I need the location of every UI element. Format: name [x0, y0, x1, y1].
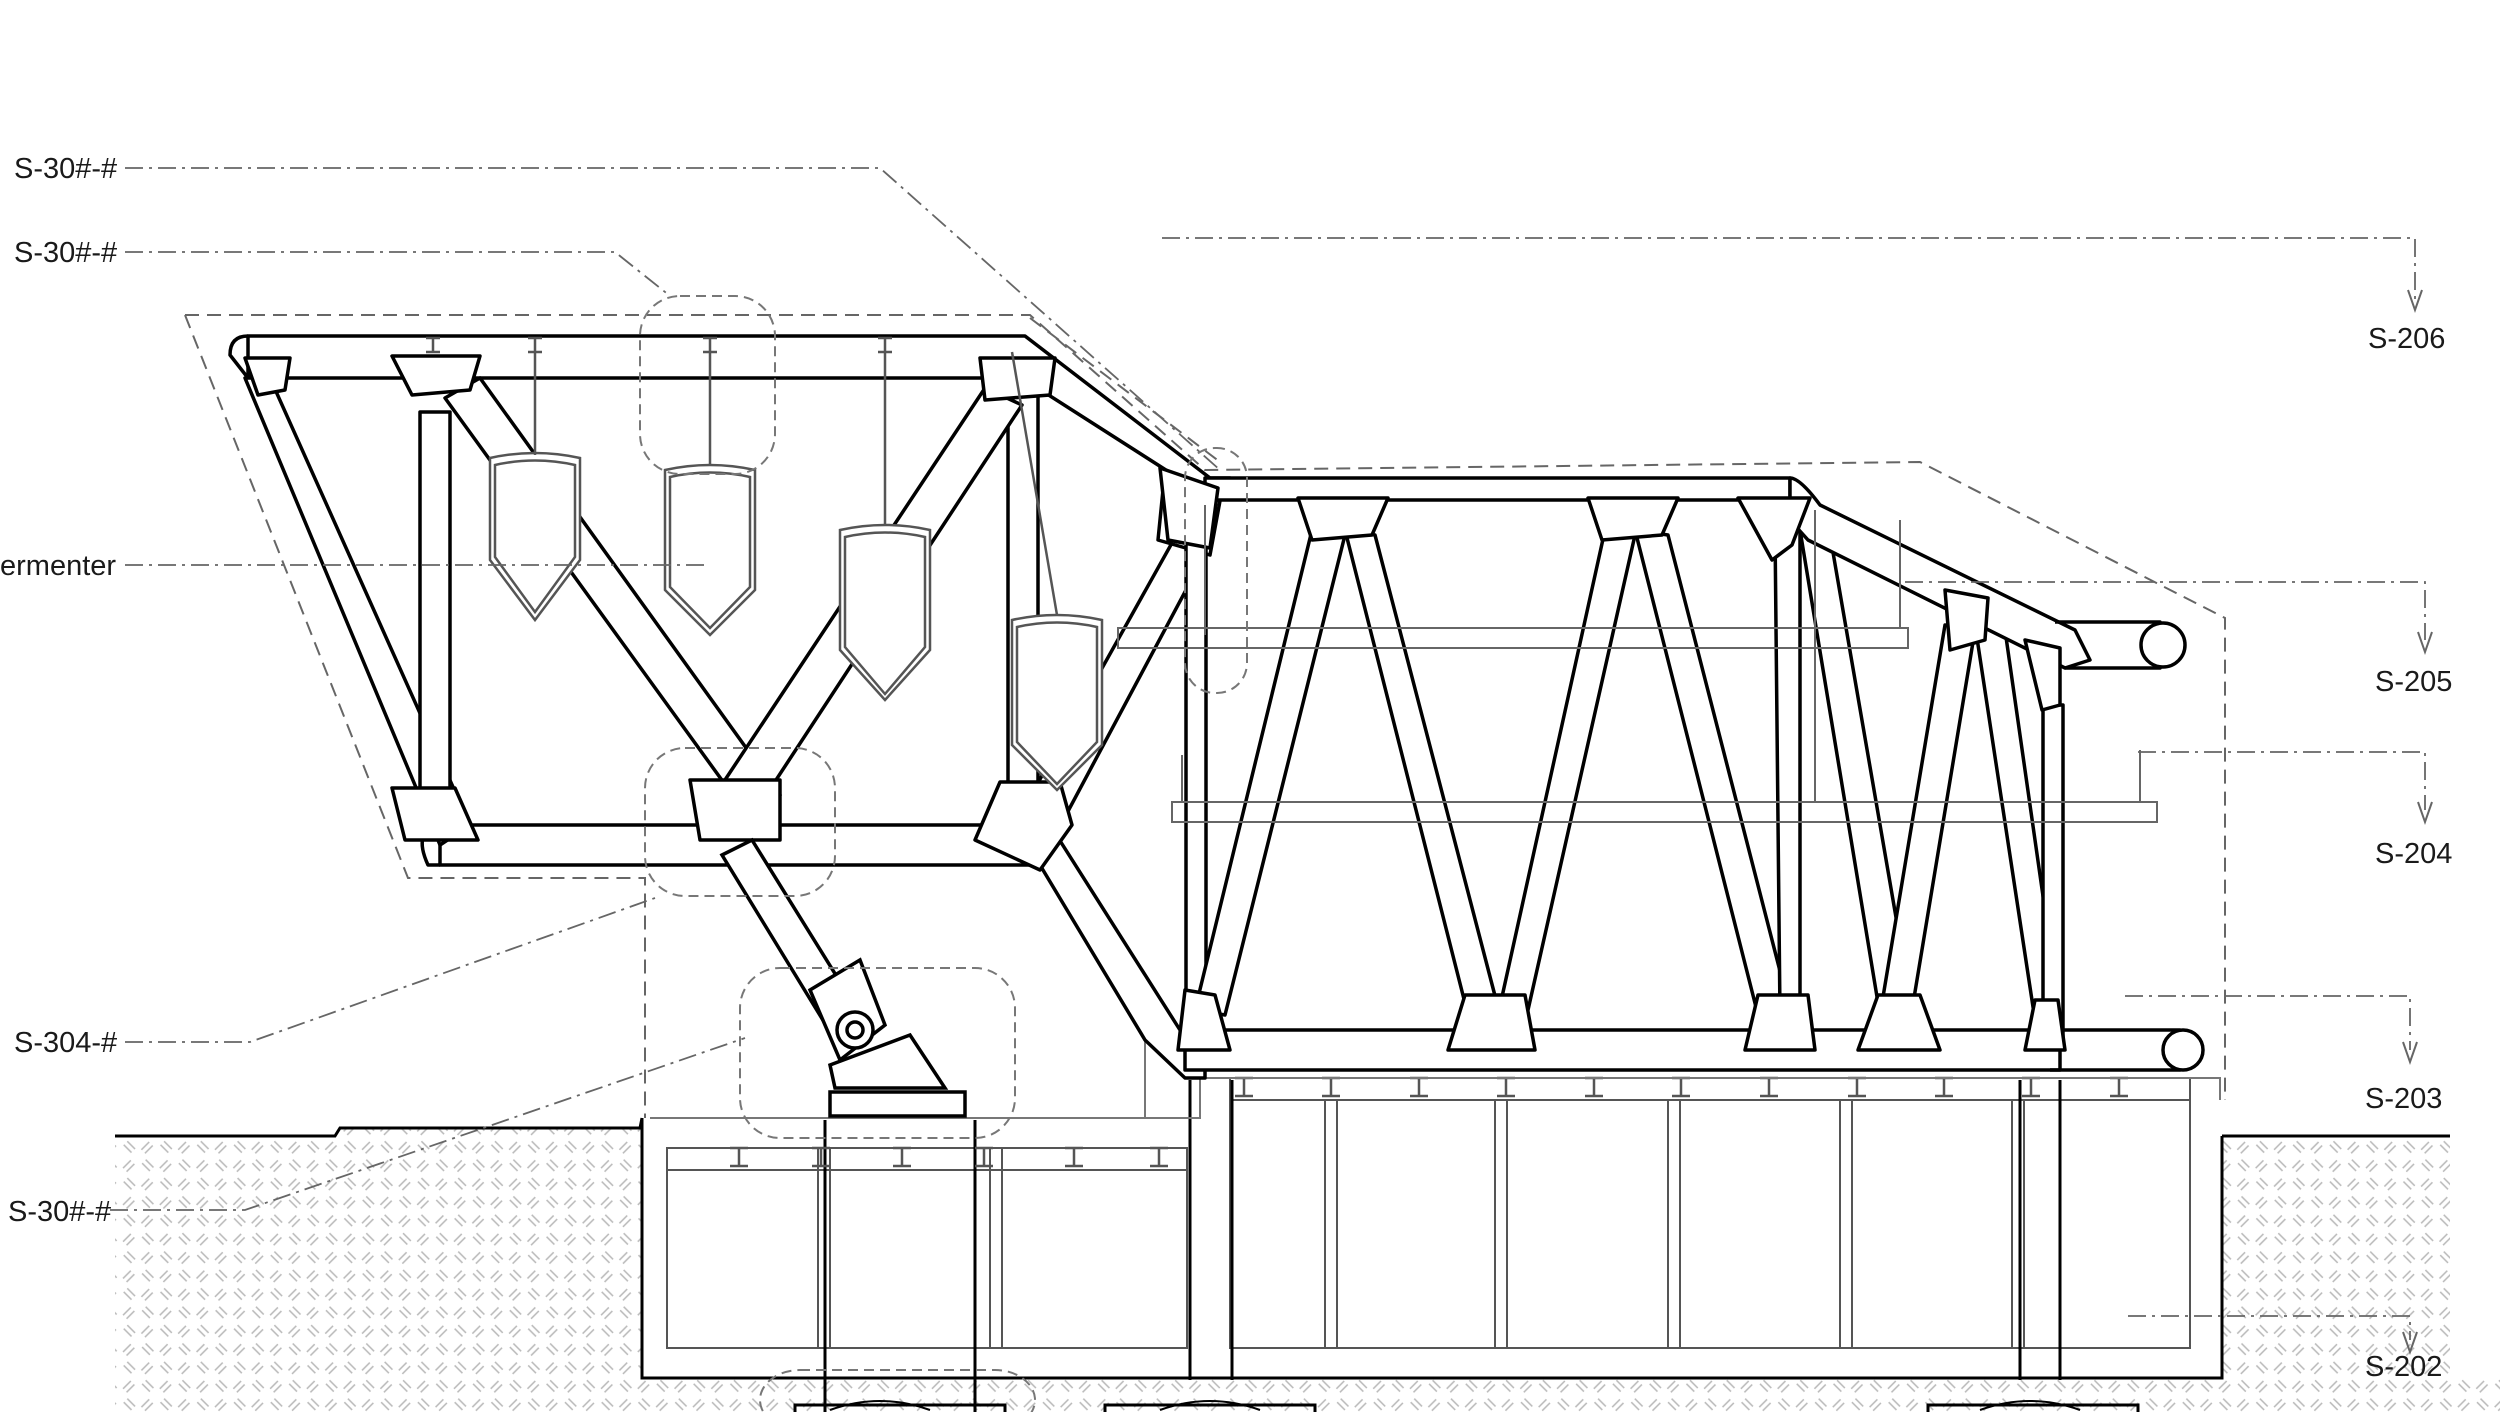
detail-callouts	[639, 295, 1248, 1412]
ground-right	[2222, 1134, 2450, 1412]
right-truss	[1158, 466, 2205, 1072]
label-right-3: S-204	[2375, 838, 2453, 870]
label-left-4: S-30#-#	[8, 1196, 112, 1228]
label-fermenter: ermenter	[0, 550, 117, 582]
basement-pit	[640, 1077, 2224, 1380]
envelope-dashed	[184, 314, 2226, 1118]
fermenter-tanks	[426, 336, 1104, 792]
support-column	[719, 837, 967, 1118]
leader-arrows	[2402, 289, 2433, 1356]
label-right-2: S-205	[2375, 666, 2453, 698]
label-left-1: S-30#-#	[14, 153, 118, 185]
label-right-4: S-203	[2365, 1083, 2443, 1115]
catwalk-platforms	[1117, 505, 2158, 823]
structural-piers	[793, 1080, 2140, 1412]
label-left-2: S-30#-#	[14, 237, 118, 269]
label-left-3: S-304-#	[14, 1027, 118, 1059]
basement-columns	[817, 1100, 2025, 1348]
label-right-1: S-206	[2368, 323, 2446, 355]
leader-lines	[110, 167, 2426, 1340]
label-right-5: S-202	[2365, 1351, 2443, 1383]
